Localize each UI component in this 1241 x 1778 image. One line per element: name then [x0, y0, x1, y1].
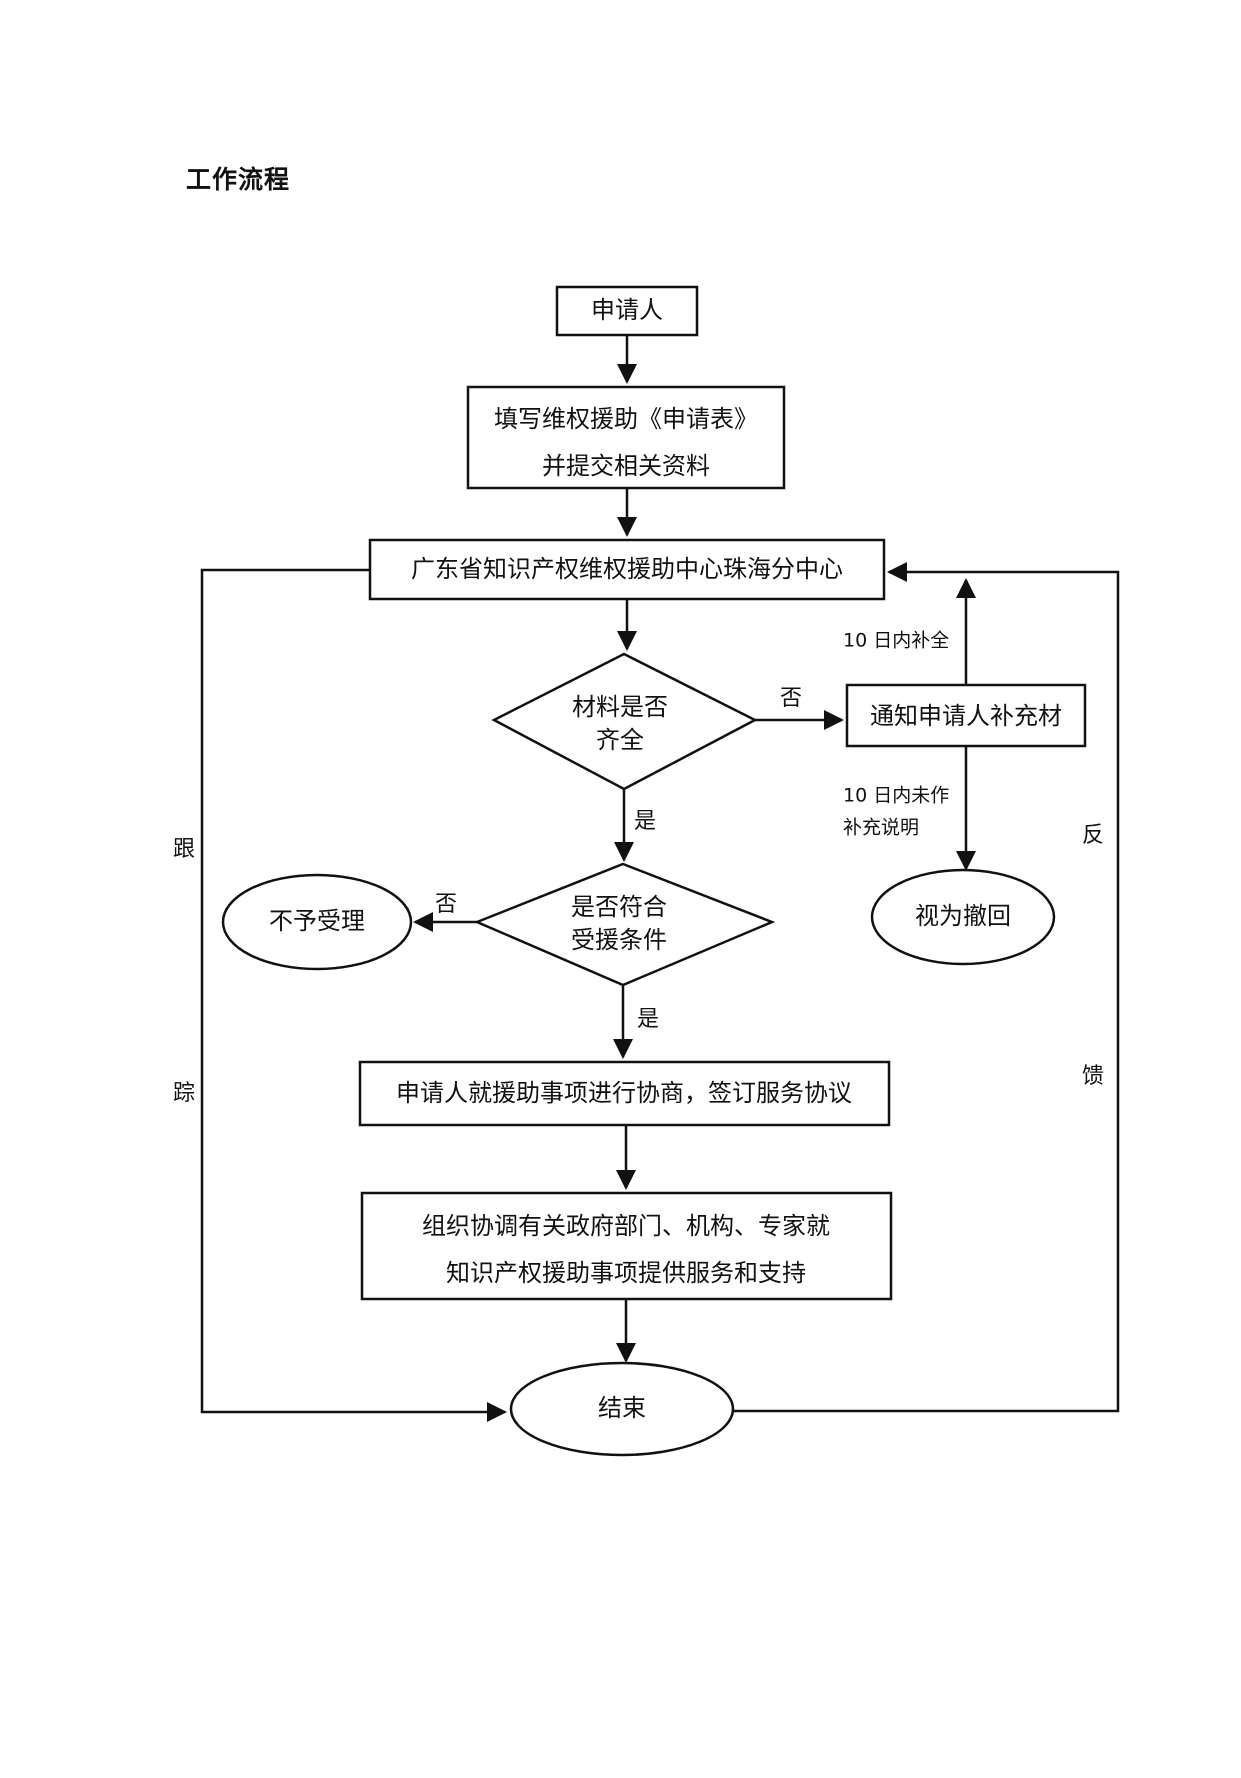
- node-eligibility-line1: 是否符合: [571, 893, 667, 921]
- node-materials-line1: 材料是否: [572, 693, 668, 721]
- node-coordinate: 组织协调有关政府部门、机构、专家就 知识产权援助事项提供服务和支持: [360, 1191, 893, 1301]
- label-eligibility-no: 否: [435, 892, 457, 917]
- node-coordinate-line1: 组织协调有关政府部门、机构、专家就: [422, 1212, 830, 1240]
- node-withdrawn-label: 视为撤回: [915, 902, 1011, 930]
- node-negotiate-label: 申请人就援助事项进行协商，签订服务协议: [396, 1079, 852, 1107]
- loop-feedback: [733, 562, 1120, 1413]
- node-withdrawn: 视为撤回: [870, 868, 1056, 966]
- label-follow-up-1: 跟: [173, 837, 195, 862]
- label-supplement-within: 10 日内补全: [843, 630, 949, 652]
- node-center-label: 广东省知识产权维权援助中心珠海分中心: [411, 555, 843, 583]
- node-coordinate-line2: 知识产权援助事项提供服务和支持: [446, 1259, 806, 1287]
- page-title: 工作流程: [186, 165, 291, 194]
- node-eligibility-line2: 受援条件: [571, 926, 667, 954]
- node-materials-complete: 材料是否 齐全: [491, 652, 758, 791]
- node-fill-form-line2: 并提交相关资料: [542, 452, 710, 480]
- label-materials-yes: 是: [634, 809, 656, 834]
- node-materials-line2: 齐全: [596, 726, 644, 754]
- node-fill-form-line1: 填写维权援助《申请表》: [494, 405, 758, 433]
- node-not-accepted-label: 不予受理: [269, 907, 365, 935]
- node-notify-label: 通知申请人补充材: [870, 702, 1062, 730]
- label-feedback-1: 反: [1082, 823, 1104, 848]
- label-eligibility-yes: 是: [637, 1007, 659, 1032]
- node-not-accepted: 不予受理: [221, 873, 413, 971]
- node-applicant-label: 申请人: [591, 296, 663, 324]
- node-eligibility: 是否符合 受援条件: [473, 862, 776, 987]
- node-end-label: 结束: [598, 1394, 646, 1422]
- label-not-supplemented-line1: 10 日内未作: [843, 785, 949, 807]
- node-center: 广东省知识产权维权援助中心珠海分中心: [368, 538, 886, 601]
- label-feedback-2: 馈: [1082, 1064, 1104, 1089]
- node-applicant: 申请人: [555, 285, 699, 337]
- node-negotiate: 申请人就援助事项进行协商，签订服务协议: [358, 1060, 891, 1127]
- node-fill-form: 填写维权援助《申请表》 并提交相关资料: [466, 385, 786, 490]
- node-notify-supplement: 通知申请人补充材: [845, 683, 1087, 748]
- loop-follow-up: [200, 568, 507, 1422]
- label-follow-up-2: 踪: [173, 1081, 195, 1106]
- label-materials-no: 否: [780, 686, 802, 711]
- node-end: 结束: [509, 1361, 735, 1457]
- label-not-supplemented-line2: 补充说明: [843, 817, 919, 839]
